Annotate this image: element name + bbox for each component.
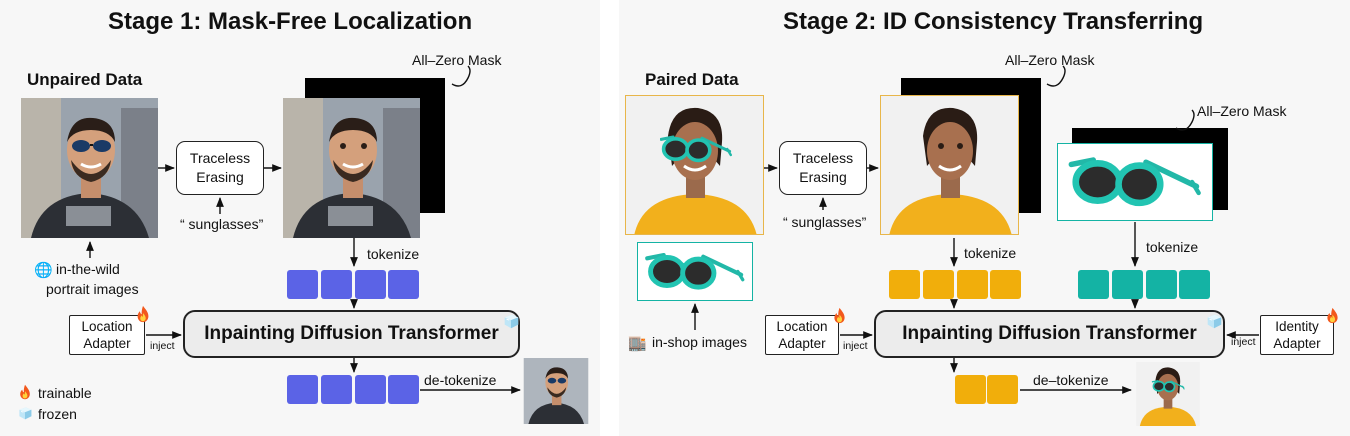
all-zero-mask-label: All–Zero Mask [1197, 103, 1287, 119]
token [957, 270, 988, 299]
detokenize-label-2: de–tokenize [1033, 372, 1109, 388]
dit-label-2: Inpainting Diffusion Transformer [902, 323, 1197, 344]
token [287, 375, 318, 404]
erasing-line-2: Erasing [196, 169, 244, 185]
token [355, 270, 386, 299]
model-photo-output [1134, 362, 1202, 426]
token [355, 375, 386, 404]
erasing-line-1: Traceless [189, 150, 251, 166]
traceless-erasing-box-1: Traceless Erasing [176, 141, 264, 195]
erasing-line-1: Traceless [792, 150, 854, 166]
wild-label-line-2: portrait images [46, 281, 139, 297]
traceless-erasing-box-2: Traceless Erasing [779, 141, 867, 195]
portrait-photo-erased [283, 98, 420, 238]
legend-trainable: trainable [38, 385, 92, 401]
token [987, 375, 1018, 404]
identity-adapter-line-1: Identity [1275, 319, 1319, 334]
location-adapter-2: Location Adapter [765, 315, 839, 355]
portrait-photo-input [21, 98, 158, 238]
erasing-line-2: Erasing [799, 169, 847, 185]
location-adapter-line-1: Location [776, 319, 828, 334]
identity-adapter: Identity Adapter [1260, 315, 1334, 355]
token [287, 270, 318, 299]
inshop-label: in-shop images [652, 334, 747, 350]
portrait-photo-output [523, 358, 589, 424]
location-adapter-line-2: Adapter [83, 336, 131, 351]
token [1146, 270, 1177, 299]
detokenize-label-1: de-tokenize [424, 372, 497, 388]
inpainting-dit-2: Inpainting Diffusion Transformer [874, 310, 1225, 358]
dit-label-1: Inpainting Diffusion Transformer [204, 323, 499, 344]
product-glasses-photo [637, 242, 753, 301]
sunglasses-prompt-1: “ sunglasses” [180, 216, 264, 232]
unpaired-data-label: Unpaired Data [27, 70, 143, 89]
token [1078, 270, 1109, 299]
sunglasses-prompt-2: “ sunglasses” [783, 214, 867, 230]
tokenize-label-1: tokenize [367, 246, 420, 262]
token [990, 270, 1021, 299]
inject-label-3: inject [1231, 336, 1256, 348]
tokenize-label-3: tokenize [1146, 239, 1199, 255]
token [321, 375, 352, 404]
token [388, 375, 419, 404]
identity-adapter-line-2: Adapter [1273, 336, 1321, 351]
stage1-title: Stage 1: Mask-Free Localization [108, 8, 473, 35]
token [923, 270, 954, 299]
inject-label-2: inject [843, 340, 868, 352]
tokenize-label-2: tokenize [964, 245, 1017, 261]
location-adapter-line-1: Location [81, 319, 133, 334]
token [889, 270, 920, 299]
location-adapter-line-2: Adapter [778, 336, 826, 351]
inpainting-dit-1: Inpainting Diffusion Transformer [183, 310, 520, 358]
token [388, 270, 419, 299]
token [1112, 270, 1143, 299]
all-zero-mask-label: All–Zero Mask [412, 52, 502, 68]
token [1179, 270, 1210, 299]
wild-label-line-1: in-the-wild [56, 261, 120, 277]
glasses-reference-photo [1057, 143, 1213, 221]
legend-frozen: frozen [38, 406, 77, 422]
location-adapter-1: Location Adapter [69, 315, 145, 355]
globe-icon: 🌐 [34, 262, 53, 279]
model-photo-erased [880, 95, 1019, 235]
stage2-title: Stage 2: ID Consistency Transferring [783, 8, 1204, 35]
token [955, 375, 986, 404]
paired-data-label: Paired Data [645, 70, 739, 89]
all-zero-mask-label: All–Zero Mask [1005, 52, 1095, 68]
building-icon: 🏬 [628, 335, 647, 352]
inject-label-1: inject [150, 340, 175, 352]
token [321, 270, 352, 299]
model-photo-with-sunglasses [625, 95, 764, 235]
